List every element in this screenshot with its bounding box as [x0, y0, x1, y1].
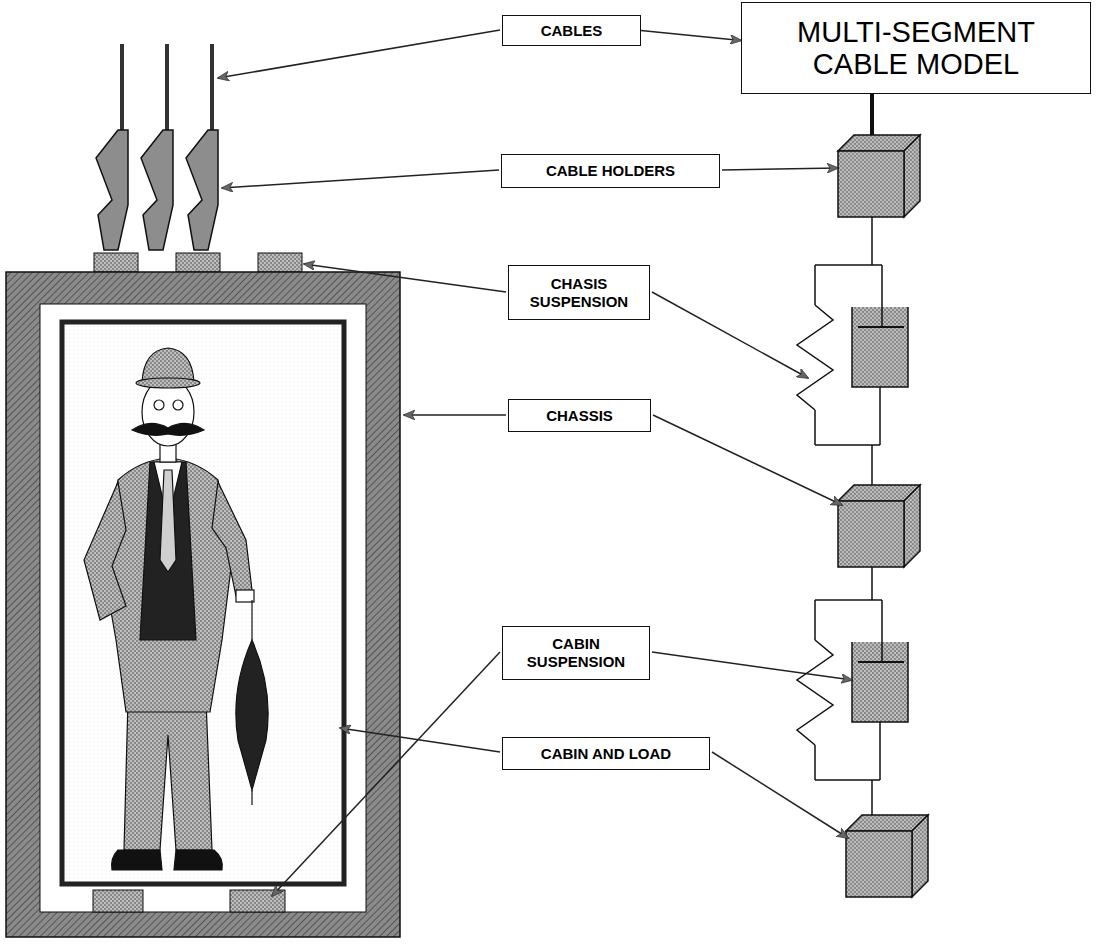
- callout-box: CABIN AND LOAD: [502, 737, 710, 770]
- callout-box: CABIN SUSPENSION: [502, 626, 650, 680]
- callout-box: CABLES: [502, 15, 641, 46]
- callout-box: CHASSIS: [508, 399, 651, 432]
- callout-box: CHASIS SUSPENSION: [508, 265, 650, 320]
- part-label: CABLES: [541, 22, 603, 40]
- part-label: CABLE HOLDERS: [546, 162, 675, 180]
- callout-box: CABLE HOLDERS: [501, 154, 720, 188]
- part-label: CHASIS SUSPENSION: [517, 275, 641, 311]
- leader-arrow: [641, 31, 741, 41]
- model-box: MULTI-SEGMENT CABLE MODEL: [741, 2, 1091, 94]
- part-label: CABIN SUSPENSION: [511, 635, 641, 671]
- part-label: CHASSIS: [546, 407, 613, 425]
- model-title: MULTI-SEGMENT CABLE MODEL: [752, 16, 1080, 81]
- part-label: CABIN AND LOAD: [541, 745, 671, 763]
